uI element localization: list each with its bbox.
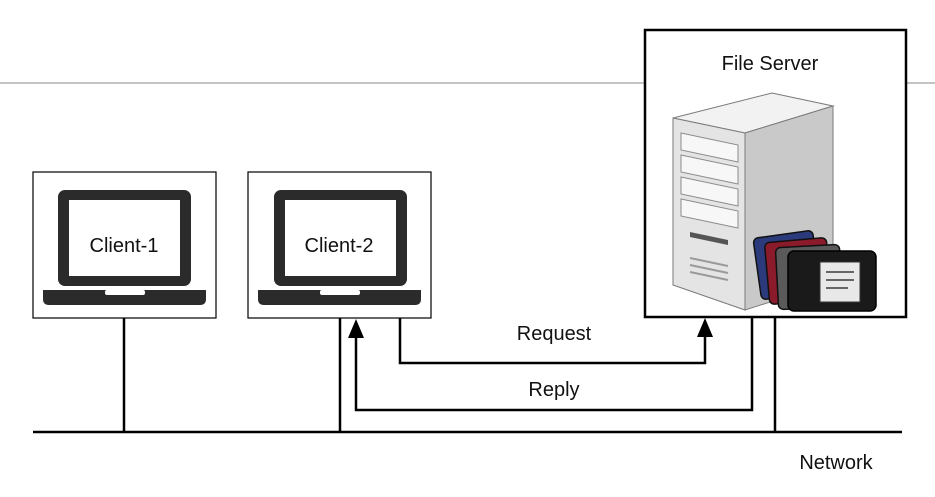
file-server-node: File Server bbox=[643, 28, 908, 319]
client-1-node: Client-1 bbox=[32, 171, 217, 319]
laptop-icon bbox=[43, 190, 206, 305]
client-2-node: Client-2 bbox=[247, 171, 432, 319]
reply-label: Reply bbox=[528, 379, 579, 401]
request-label: Request bbox=[517, 323, 592, 345]
client-2-label: Client-2 bbox=[305, 235, 374, 257]
file-server-label: File Server bbox=[722, 53, 819, 75]
folders-icon bbox=[752, 230, 877, 312]
tower-server-icon bbox=[672, 92, 835, 311]
laptop-icon bbox=[258, 190, 421, 305]
network-label: Network bbox=[799, 452, 873, 474]
reply-arrow bbox=[348, 317, 754, 412]
request-arrow bbox=[398, 318, 713, 365]
client-1-label: Client-1 bbox=[90, 235, 159, 257]
